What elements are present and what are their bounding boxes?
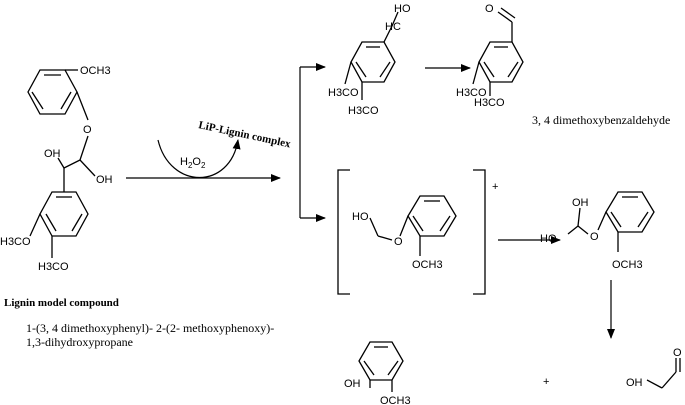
enzyme-complex-label: LiP-Lignin complex — [197, 119, 292, 150]
iupac-name-line2: 1,3-dihydroxypropane — [26, 335, 133, 349]
hydroxyl-label: HO — [352, 211, 369, 223]
och3-label: OCH3 — [80, 65, 111, 77]
methoxyphenoxy-ring — [27, 69, 78, 115]
iupac-name-line1: 1-(3, 4 dimethoxyphenyl)- 2-(2- methoxyp… — [26, 321, 274, 335]
hydroxyl-label: OH — [572, 197, 589, 209]
carbonyl-oxygen-label: O — [673, 347, 682, 359]
methoxy-label: H3CO — [348, 105, 379, 117]
lignin-model-caption: Lignin model compound — [4, 297, 119, 309]
dimethoxyphenyl-ring — [39, 191, 89, 237]
diol-ether-structure — [567, 191, 655, 252]
cation-intermediate-structure — [369, 195, 457, 256]
methoxy-label: OCH3 — [612, 259, 643, 271]
ether-oxygen-label: O — [590, 231, 599, 243]
methoxy-label: H3CO — [328, 87, 359, 99]
plus-sign: + — [543, 376, 549, 388]
hydroxyl-label: HO — [394, 3, 411, 15]
methoxy-label: OCH3 — [412, 259, 443, 271]
carbonyl-oxygen-label: O — [485, 3, 494, 15]
ether-oxygen-label: O — [83, 124, 92, 136]
h2o2-label: H2O2 — [180, 156, 206, 170]
ether-oxygen-label: O — [394, 236, 403, 248]
methine-label: HC — [385, 21, 401, 33]
lignin-model-structure — [27, 69, 96, 258]
methoxy-label: H3CO — [474, 97, 505, 109]
methoxy-label: H3CO — [0, 236, 31, 248]
bracket-right — [473, 169, 486, 295]
methoxy-label: OCH3 — [380, 395, 411, 405]
methoxy-label: H3CO — [456, 87, 487, 99]
hydroxyl-label: OH — [96, 174, 113, 186]
glycolaldehyde-structure — [646, 358, 681, 389]
bracket-left — [337, 169, 350, 295]
cofactor-arc — [157, 139, 241, 178]
cation-charge-label: + — [492, 181, 498, 193]
veratryl-alcohol-structure — [344, 11, 399, 100]
guaiacol-structure — [358, 341, 404, 392]
methoxy-label: H3CO — [38, 261, 69, 273]
hydroxyl-label: OH — [44, 148, 61, 160]
hydroxyl-label: HO — [540, 233, 557, 245]
hydroxyl-label: OH — [344, 378, 361, 390]
dimethoxybenzaldehyde-structure — [472, 7, 524, 96]
aldehyde-name-caption: 3, 4 dimethoxybenzaldehyde — [532, 113, 670, 127]
hydroxyl-label: OH — [626, 377, 643, 389]
